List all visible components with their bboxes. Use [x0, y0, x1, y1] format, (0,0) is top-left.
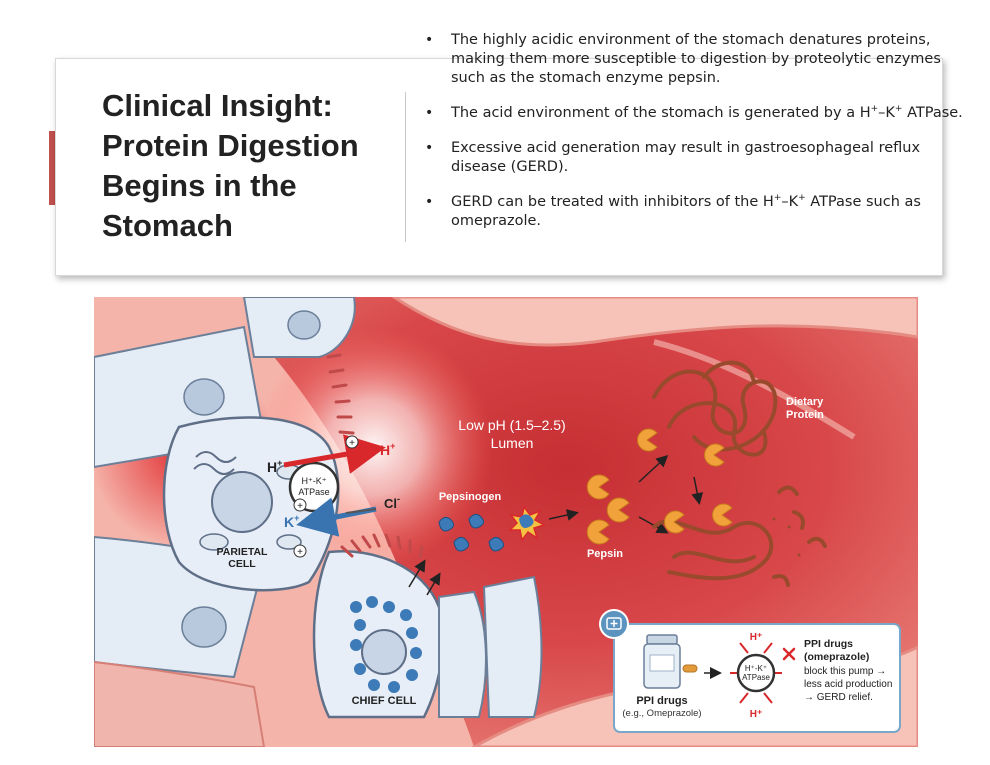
pepsinogen-molecules	[438, 513, 505, 552]
svg-text:+: +	[349, 438, 355, 449]
bullet-list: • The highly acidic environment of the s…	[425, 31, 970, 231]
ppi-description: PPI drugs	[804, 638, 853, 650]
stomach-wall-top	[391, 297, 918, 347]
dietary-protein	[652, 360, 778, 457]
inset-h-bottom: H⁺	[750, 709, 763, 720]
k-ion-label: K+	[284, 513, 299, 530]
svg-text:+: +	[297, 501, 303, 512]
svg-text:ATPase: ATPase	[742, 673, 770, 682]
text-card	[55, 58, 943, 276]
chief-cell-label: CHIEF CELL	[352, 695, 417, 707]
ppi-drug-label: PPI drugs	[636, 695, 687, 707]
ppi-description: block this pump →	[804, 666, 886, 677]
protein-fragments	[652, 485, 827, 587]
bullet-icon: •	[425, 32, 434, 48]
svg-text:H⁺-K⁺: H⁺-K⁺	[745, 664, 767, 673]
dietary-protein-label: Protein	[786, 409, 824, 421]
title-accent-bar	[49, 131, 59, 205]
ppi-inset: PPI drugs (e.g., Omeprazole) H⁺-K⁺ ATPas…	[599, 609, 901, 733]
ppi-description: less acid production	[804, 679, 892, 690]
microvilli	[326, 353, 424, 559]
bullet-icon: •	[425, 140, 434, 156]
h-ion-label: H+	[267, 458, 282, 475]
cl-ion-label: Cl-	[384, 494, 400, 511]
h-ion-arrow	[283, 434, 386, 474]
ppi-drug-example: (e.g., Omeprazole)	[622, 708, 701, 719]
secretion-arrows	[408, 559, 441, 596]
pump-label: H⁺-K⁺	[301, 476, 326, 486]
svg-text:+: +	[297, 547, 303, 558]
stomach-illustration: H⁺-K⁺ ATPase H+ H+ + K+ + + Cl- PARIETAL…	[94, 297, 918, 747]
pepsin-molecules	[586, 474, 630, 545]
ppi-description: → GERD relief.	[804, 692, 873, 703]
h-ion-out-label: H+	[380, 441, 395, 458]
pepsinogen-label: Pepsinogen	[439, 491, 502, 503]
pepsin-label: Pepsin	[587, 548, 623, 560]
parietal-cell-label: CELL	[228, 558, 256, 570]
chief-cell-granules	[350, 596, 422, 693]
pill-bottle-icon	[643, 634, 698, 689]
dietary-protein-label: Dietary	[786, 396, 824, 408]
bullet-item: • GERD can be treated with inhibitors of…	[425, 193, 921, 229]
bullet-icon: •	[425, 105, 434, 121]
pump-label: ATPase	[298, 487, 329, 497]
slide-title: Clinical Insight: Protein Digestion Begi…	[102, 88, 359, 243]
lumen-label: Lumen	[491, 435, 534, 451]
parietal-cell-label: PARIETAL	[217, 546, 269, 558]
blocked-rays	[730, 642, 782, 704]
ppi-description: (omeprazole)	[804, 651, 869, 663]
inset-proton-pump	[736, 653, 776, 693]
block-x-icon	[782, 647, 796, 661]
inset-h-top: H⁺	[750, 632, 763, 643]
bullet-item: • The highly acidic environment of the s…	[425, 32, 941, 86]
bullet-icon: •	[425, 194, 434, 210]
card-divider	[405, 92, 406, 242]
lumen-ph-label: Low pH (1.5–2.5)	[458, 417, 565, 433]
bullet-item: • The acid environment of the stomach is…	[425, 104, 963, 121]
bullet-item: • Excessive acid generation may result i…	[425, 140, 921, 175]
